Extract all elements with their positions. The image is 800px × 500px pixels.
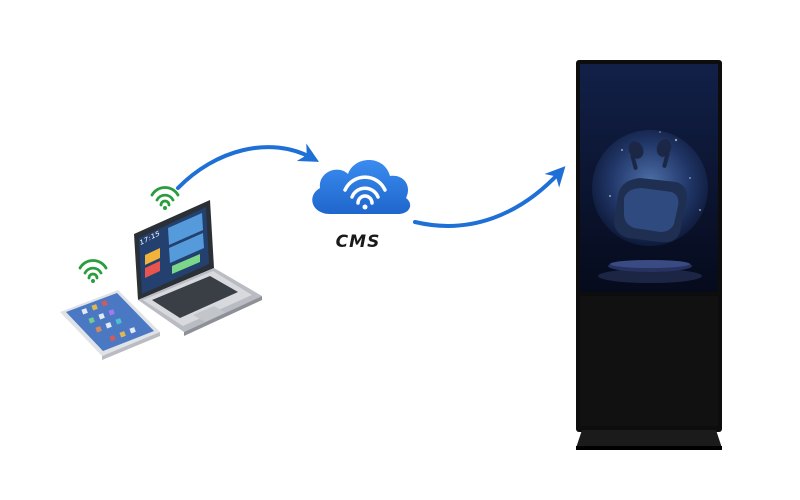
wifi-cloud-icon bbox=[312, 160, 411, 214]
earbuds-icon bbox=[628, 139, 672, 170]
laptop-icon bbox=[134, 200, 262, 336]
arrow-devices-to-cms bbox=[176, 143, 320, 190]
wifi-dot-phone bbox=[91, 279, 95, 283]
digital-signage-kiosk-icon bbox=[576, 60, 722, 450]
wifi-icon-phone bbox=[78, 259, 108, 280]
cms-label: CMS bbox=[335, 232, 381, 252]
smartphone-icon bbox=[60, 290, 160, 360]
earbuds-case-icon bbox=[614, 178, 687, 243]
kiosk-base bbox=[576, 430, 722, 448]
arrow-cms-to-kiosk bbox=[413, 166, 566, 228]
wifi-dot-laptop bbox=[163, 206, 167, 210]
wifi-icon-laptop bbox=[150, 186, 180, 207]
podium-base bbox=[598, 269, 702, 283]
